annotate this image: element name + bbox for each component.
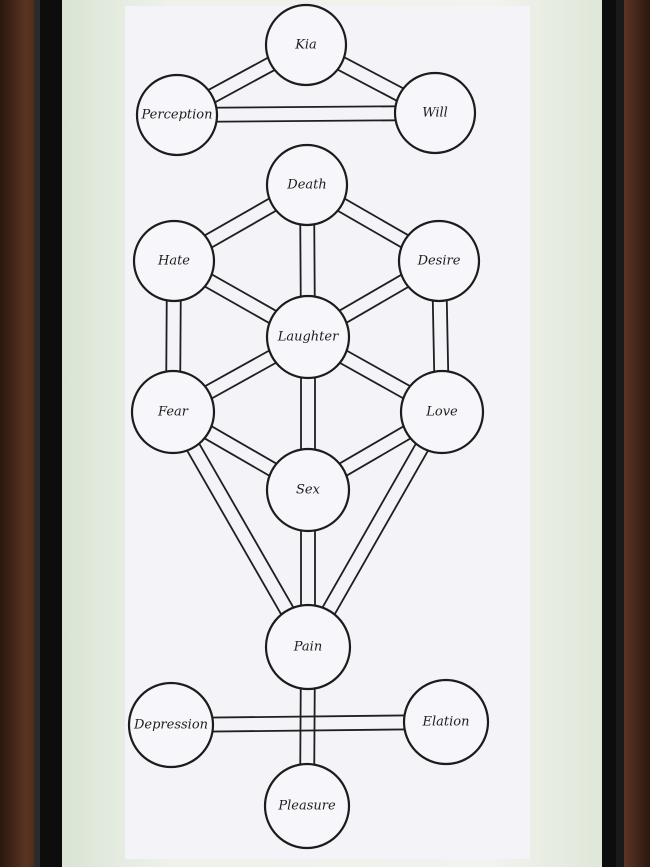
node-label: Fear <box>157 405 189 420</box>
node-label: Will <box>422 106 448 121</box>
node-circle <box>264 3 348 87</box>
node-circle <box>402 678 490 766</box>
path-perception-will <box>176 105 436 123</box>
node-circle <box>263 762 351 850</box>
node-label: Sex <box>296 483 321 498</box>
node-label: Kia <box>294 38 317 53</box>
node-circle <box>399 369 485 455</box>
node-circle <box>265 294 351 380</box>
node-circle <box>135 73 219 157</box>
node-pleasure: Pleasure <box>263 762 351 850</box>
node-circle <box>127 681 215 769</box>
node-label: Laughter <box>277 330 339 345</box>
path-love-pain <box>301 408 449 651</box>
node-circle <box>265 143 349 227</box>
node-perception: Perception <box>135 73 219 157</box>
node-fear: Fear <box>130 369 216 455</box>
node-hate: Hate <box>132 219 216 303</box>
node-label: Elation <box>422 715 470 730</box>
node-circle <box>393 71 477 155</box>
path-line <box>313 415 449 651</box>
node-label: Pain <box>293 640 322 655</box>
node-desire: Desire <box>397 219 481 303</box>
node-kia: Kia <box>264 3 348 87</box>
node-label: Desire <box>417 254 461 269</box>
node-circle <box>397 219 481 303</box>
path-line <box>166 415 303 651</box>
path-fear-pain <box>166 408 315 651</box>
node-circle <box>264 603 352 691</box>
path-line <box>176 105 435 109</box>
path-depression-elation <box>170 714 447 733</box>
path-line <box>170 714 446 719</box>
node-circle <box>132 219 216 303</box>
node-depression: Depression <box>127 681 215 769</box>
node-sex: Sex <box>265 447 351 533</box>
node-label: Death <box>286 178 326 193</box>
node-label: Pleasure <box>277 799 336 814</box>
node-will: Will <box>393 71 477 155</box>
node-label: Depression <box>133 718 208 733</box>
node-elation: Elation <box>402 678 490 766</box>
node-pain: Pain <box>264 603 352 691</box>
path-line <box>177 119 436 123</box>
node-circle <box>130 369 216 455</box>
node-love: Love <box>399 369 485 455</box>
node-label: Hate <box>157 254 190 269</box>
node-laughter: Laughter <box>265 294 351 380</box>
node-circle <box>265 447 351 533</box>
path-line <box>171 728 447 733</box>
node-label: Love <box>425 405 458 420</box>
path-line <box>301 408 437 644</box>
node-death: Death <box>265 143 349 227</box>
node-label: Perception <box>141 108 213 123</box>
path-line <box>178 408 315 644</box>
